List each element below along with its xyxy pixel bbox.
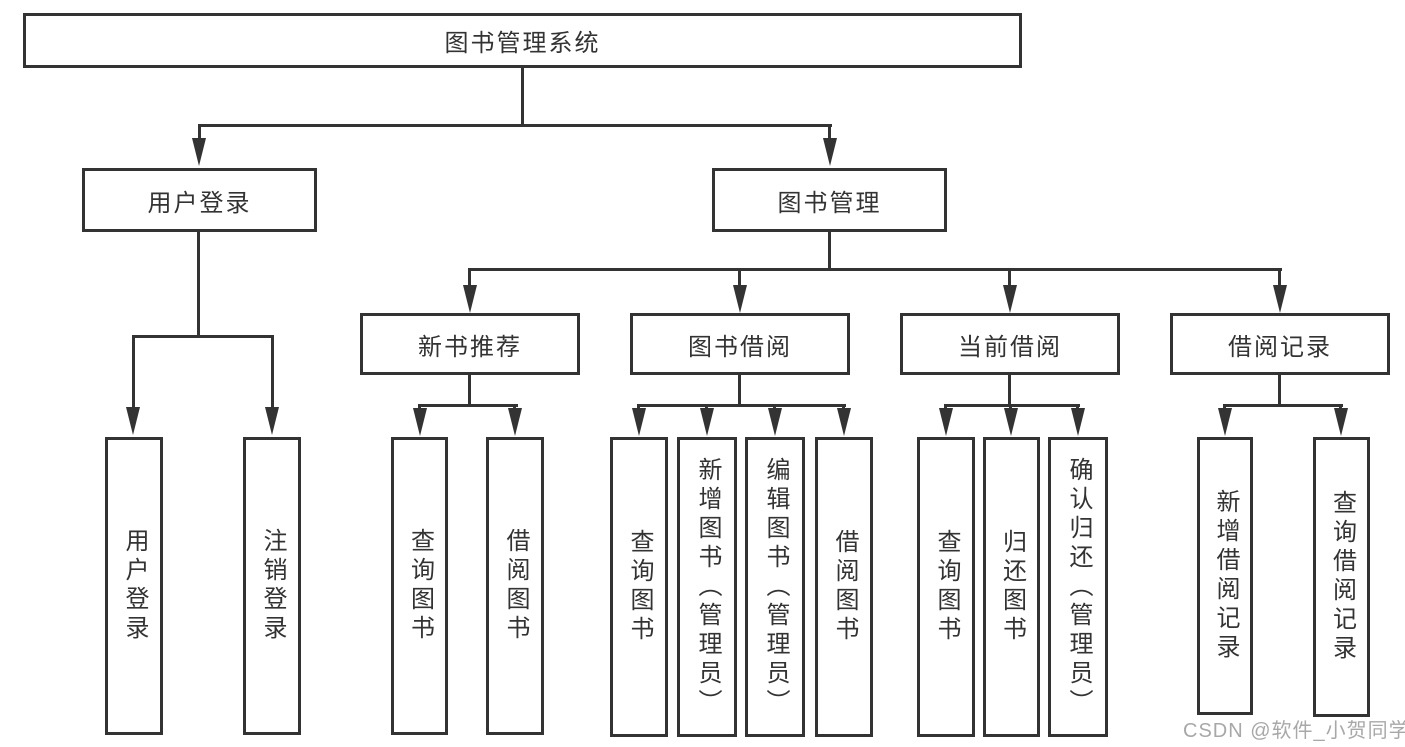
leaf-confirm-return-admin: 确认归还（管理员） bbox=[1048, 437, 1108, 737]
connector-book-borrow-stem bbox=[738, 373, 741, 407]
arrowhead-add-record bbox=[1218, 408, 1232, 436]
leaf-edit-book-admin: 编辑图书（管理员） bbox=[745, 437, 805, 737]
leaf-borrow-book: 借阅图书 bbox=[815, 437, 873, 737]
arrowhead-query-record bbox=[1334, 408, 1348, 436]
connector-drop-book-borrow bbox=[738, 268, 741, 290]
node-book-mgmt: 图书管理 bbox=[712, 168, 947, 232]
arrowhead-return-book bbox=[1004, 408, 1018, 436]
leaf-add-book-admin: 新增图书（管理员） bbox=[677, 437, 737, 737]
connector-current-borrow-stem bbox=[1008, 373, 1011, 407]
leaf-user-login: 用户登录 bbox=[105, 437, 163, 735]
arrowhead-edit-book bbox=[768, 408, 782, 436]
arrowhead-add-book bbox=[700, 408, 714, 436]
connector-current-borrow-branch bbox=[944, 404, 1080, 407]
leaf-logout: 注销登录 bbox=[243, 437, 301, 735]
leaf-borrow-book-recommend: 借阅图书 bbox=[486, 437, 544, 735]
connector-drop-current-borrow bbox=[1008, 268, 1011, 290]
arrowhead-query-book-2 bbox=[632, 408, 646, 436]
node-book-borrow: 图书借阅 bbox=[630, 313, 850, 375]
leaf-return-book: 归还图书 bbox=[983, 437, 1040, 737]
node-current-borrow: 当前借阅 bbox=[900, 313, 1120, 375]
arrowhead-borrow-book-2 bbox=[837, 408, 851, 436]
arrowhead-query-book-3 bbox=[939, 408, 953, 436]
connector-borrow-records-stem bbox=[1278, 373, 1281, 407]
arrowhead-leaf-logout bbox=[265, 407, 279, 435]
arrowhead-book-mgmt bbox=[823, 138, 837, 166]
connector-level2-branch bbox=[198, 124, 832, 127]
watermark: CSDN @软件_小贺同学 bbox=[1183, 720, 1405, 742]
connector-new-book-branch bbox=[418, 404, 518, 407]
arrowhead-borrow-book-1 bbox=[508, 408, 522, 436]
node-new-book-recommend: 新书推荐 bbox=[360, 313, 580, 375]
connector-book-mgmt-stem bbox=[828, 230, 831, 271]
arrowhead-user-login bbox=[192, 138, 206, 166]
connector-drop-borrow-records bbox=[1278, 268, 1281, 290]
arrowhead-new-book bbox=[463, 285, 477, 313]
connector-new-book-stem bbox=[468, 373, 471, 407]
connector-root-stem bbox=[521, 68, 524, 126]
connector-drop-book-mgmt bbox=[828, 124, 831, 146]
connector-book-borrow-branch bbox=[637, 404, 846, 407]
arrowhead-leaf-user-login bbox=[126, 407, 140, 435]
arrowhead-query-book-1 bbox=[413, 408, 427, 436]
arrowhead-confirm-return bbox=[1071, 408, 1085, 436]
node-root: 图书管理系统 bbox=[23, 13, 1022, 68]
connector-user-login-stem bbox=[197, 230, 200, 337]
node-user-login: 用户登录 bbox=[82, 168, 317, 232]
connector-drop-new-book bbox=[468, 268, 471, 290]
arrowhead-borrow-records bbox=[1273, 285, 1287, 313]
connector-drop-leaf-logout bbox=[271, 335, 274, 411]
arrowhead-current-borrow bbox=[1003, 285, 1017, 313]
leaf-query-book-recommend: 查询图书 bbox=[391, 437, 448, 735]
leaf-query-book-current: 查询图书 bbox=[917, 437, 975, 737]
leaf-add-borrow-record: 新增借阅记录 bbox=[1197, 437, 1253, 715]
connector-user-login-branch bbox=[132, 335, 274, 338]
arrowhead-book-borrow bbox=[733, 285, 747, 313]
leaf-query-borrow-record: 查询借阅记录 bbox=[1313, 437, 1370, 717]
connector-level3-branch bbox=[468, 268, 1282, 271]
connector-borrow-records-branch bbox=[1223, 404, 1343, 407]
connector-drop-user-login bbox=[198, 124, 201, 146]
leaf-query-book-borrow: 查询图书 bbox=[610, 437, 668, 737]
connector-drop-leaf-user-login bbox=[132, 335, 135, 411]
node-borrow-records: 借阅记录 bbox=[1170, 313, 1390, 375]
